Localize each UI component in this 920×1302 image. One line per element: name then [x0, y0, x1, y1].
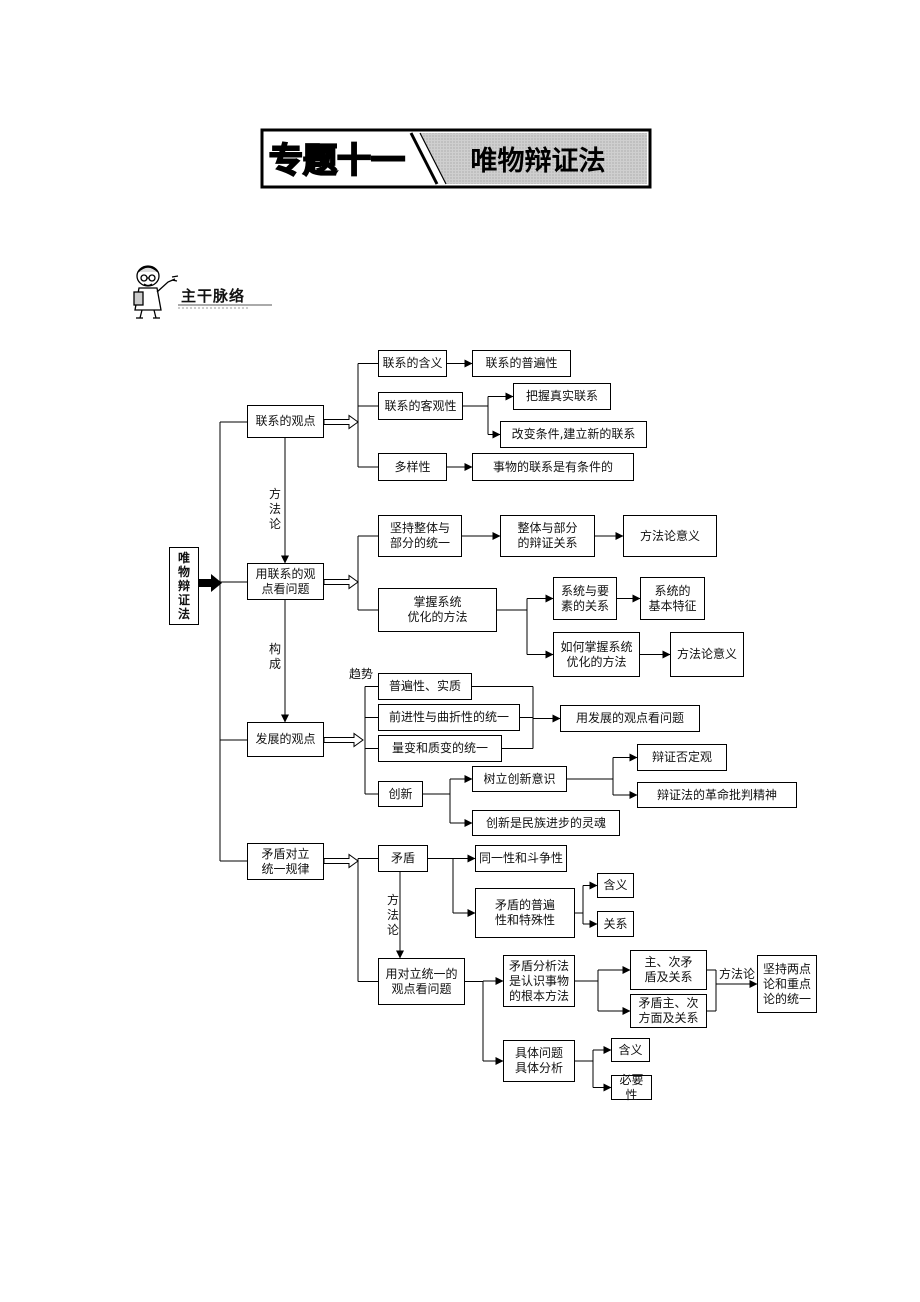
node-system-elements: 系统与要 素的关系	[553, 577, 617, 620]
edge-label-methodology-contradiction: 方法论	[387, 893, 400, 937]
node-system-optimization: 掌握系统 优化的方法	[378, 588, 497, 632]
node-innovation: 创新	[378, 781, 423, 807]
node-apply-development: 用发展的观点看问题	[560, 705, 700, 732]
title-main: 唯物辩证法	[471, 146, 606, 177]
node-principal-aspects: 矛盾主、次 方面及关系	[630, 994, 707, 1028]
node-contradiction-law: 矛盾对立 统一规律	[247, 843, 324, 880]
node-diversity: 多样性	[378, 453, 447, 481]
node-root-label: 唯物辩证法	[177, 551, 190, 621]
node-universality-relation: 关系	[597, 911, 634, 937]
hollow-arrow	[323, 853, 359, 869]
node-dialectical-negation: 辩证否定观	[637, 744, 727, 771]
hollow-arrow	[323, 732, 364, 748]
node-two-point-theory: 坚持两点 论和重点 论的统一	[757, 955, 817, 1013]
edge-label-constitutes: 构成	[269, 642, 282, 671]
node-concrete-meaning: 含义	[611, 1038, 650, 1062]
teacher-pointing-icon	[133, 265, 179, 319]
hollow-arrow	[323, 414, 359, 430]
edge-label-methodology: 方法论	[269, 487, 282, 531]
node-critical-spirit: 辩证法的革命批判精神	[637, 782, 797, 808]
node-root: 唯物辩证法	[169, 547, 199, 625]
node-system-features: 系统的 基本特征	[640, 577, 705, 620]
node-apply-contradiction: 用对立统一的 观点看问题	[378, 958, 465, 1005]
node-quantity-quality: 量变和质变的统一	[378, 735, 502, 762]
section-label: 主干脉络	[181, 287, 246, 305]
node-contradiction-analysis: 矛盾分析法 是认识事物 的根本方法	[503, 955, 575, 1007]
title-banner-divider-inner	[419, 132, 447, 185]
title-prefix: 专题十一	[269, 141, 405, 181]
node-connection-objective: 联系的客观性	[378, 392, 463, 420]
node-identity-struggle: 同一性和斗争性	[475, 845, 567, 872]
node-innovation-awareness: 树立创新意识	[472, 766, 567, 792]
node-whole-part-relation: 整体与部分 的辩证关系	[500, 515, 595, 557]
node-system-significance: 方法论意义	[670, 632, 744, 677]
node-concrete-necessity: 必要性	[611, 1073, 652, 1102]
node-development-essence: 普遍性、实质	[378, 673, 472, 700]
node-development-view: 发展的观点	[247, 722, 324, 757]
node-primary-secondary: 主、次矛 盾及关系	[630, 950, 707, 990]
connector-group	[219, 359, 758, 1092]
node-concrete-analysis: 具体问题 具体分析	[503, 1040, 575, 1082]
node-universality-meaning: 含义	[597, 873, 634, 898]
node-innovation-soul: 创新是民族进步的灵魂	[472, 810, 620, 836]
node-whole-part-significance: 方法论意义	[623, 515, 717, 557]
title-banner-shade	[420, 133, 647, 184]
node-progress-tortuous: 前进性与曲折性的统一	[378, 704, 520, 731]
edge-label-methodology-right: 方法论	[719, 967, 756, 981]
node-change-conditions: 改变条件,建立新的联系	[500, 421, 647, 448]
node-apply-connection: 用联系的观 点看问题	[247, 563, 324, 600]
node-universality-particularity: 矛盾的普遍 性和特殊性	[475, 888, 575, 938]
root-arrow	[199, 574, 222, 592]
node-grasp-real-connection: 把握真实联系	[513, 383, 611, 410]
title-banner-divider	[409, 132, 439, 185]
edge-label-trend: 趋势	[349, 667, 374, 681]
hollow-arrow	[323, 574, 359, 590]
node-connection-view: 联系的观点	[247, 405, 324, 438]
node-conditional-connection: 事物的联系是有条件的	[472, 453, 634, 481]
node-how-optimize: 如何掌握系统 优化的方法	[553, 632, 640, 677]
node-whole-part-unity: 坚持整体与 部分的统一	[378, 515, 462, 557]
node-contradiction: 矛盾	[378, 845, 428, 872]
title-banner: 专题十一 唯物辩证法	[260, 128, 652, 189]
node-connection-universal: 联系的普遍性	[472, 350, 571, 377]
node-connection-meaning: 联系的含义	[378, 350, 447, 377]
